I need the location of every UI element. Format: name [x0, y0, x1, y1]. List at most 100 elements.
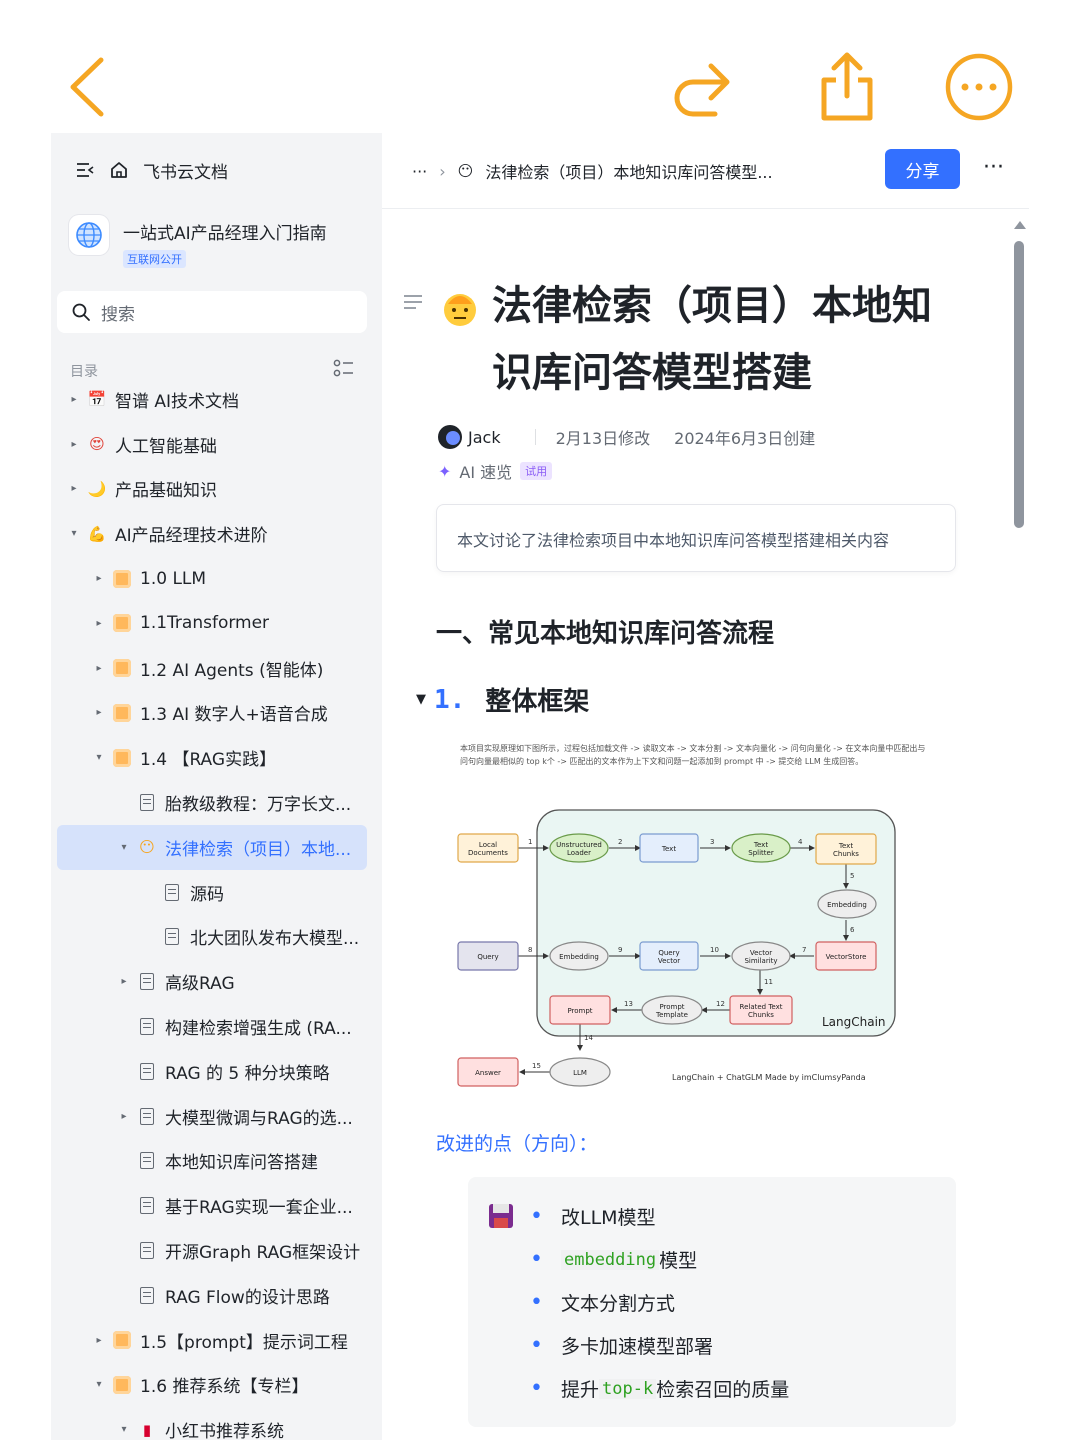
sidebar-item[interactable]: ▸🌙产品基础知识 — [57, 467, 367, 512]
sidebar-item[interactable]: ▸😍人工智能基础 — [57, 422, 367, 467]
inline-code: top-k — [599, 1378, 657, 1399]
folder-icon — [112, 1330, 132, 1350]
diagram-node-llm: LLM — [549, 1057, 611, 1087]
sidebar-item[interactable]: ▾1.6 推荐系统【专栏】 — [57, 1363, 367, 1408]
expand-arrow-icon[interactable]: ▾ — [121, 1424, 127, 1436]
sidebar-item[interactable]: ▸大模型微调与RAG的选... — [57, 1094, 367, 1139]
public-badge: 互联网公开 — [123, 250, 186, 268]
bullet-item: 提升 top-k 检索召回的质量 — [530, 1367, 789, 1410]
search-input[interactable]: 搜索 — [57, 291, 367, 333]
sidebar-item[interactable]: 源码 — [57, 870, 367, 915]
collapse-sidebar-icon[interactable] — [75, 161, 95, 179]
rag-flow-diagram[interactable]: 本项目实现原理如下图所示，过程包括加载文件 -> 读取文本 -> 文本分割 ->… — [452, 738, 932, 1098]
collapse-arrow-icon[interactable]: ▸ — [121, 1110, 127, 1122]
expand-arrow-icon[interactable]: ▾ — [71, 528, 77, 540]
doc-icon — [137, 1106, 157, 1126]
diagram-node-embedding-mid: Embedding — [549, 941, 609, 971]
outline-menu-icon[interactable] — [402, 293, 424, 311]
diagram-node-label: Embedding — [559, 953, 599, 961]
sidebar-item-label: 小红书推荐系统 — [165, 1422, 284, 1440]
sidebar-item[interactable]: 基于RAG实现一套企业... — [57, 1183, 367, 1228]
sidebar-item[interactable]: RAG 的 5 种分块策略 — [57, 1049, 367, 1094]
heading-2: ▼ 1. 整体框架 — [416, 681, 589, 718]
sidebar-item-label: 基于RAG实现一套企业... — [165, 1198, 353, 1219]
expand-arrow-icon[interactable]: ▾ — [121, 841, 127, 853]
sidebar-item[interactable]: ▸ 1.3 AI 数字人+语音合成 — [57, 691, 367, 736]
diagram-node-answer: Answer — [457, 1057, 519, 1087]
globe-icon — [69, 215, 109, 255]
collapse-arrow-icon[interactable]: ▸ — [96, 617, 102, 629]
sidebar-item-label: 产品基础知识 — [115, 481, 217, 502]
sidebar-item[interactable]: ▸📅智谱 AI技术文档 — [57, 377, 367, 422]
toc-settings-icon[interactable] — [333, 358, 355, 378]
breadcrumb-title[interactable]: 法律检索（项目）本地知识库问答模型... — [485, 163, 773, 182]
collapse-arrow-icon[interactable]: ▸ — [121, 976, 127, 988]
sidebar-item-label: 1.4 【RAG实践】 — [140, 750, 277, 771]
sidebar-item-label: 法律检索（项目）本地... — [165, 839, 352, 860]
sidebar-item[interactable]: ▸ 高级RAG — [57, 959, 367, 1004]
diagram-node-label: Query — [477, 953, 498, 961]
scroll-up-arrow[interactable] — [1014, 221, 1026, 229]
sidebar-item-label: 1.3 AI 数字人+语音合成 — [140, 705, 328, 726]
sidebar-item[interactable]: 胎教级教程：万字长文... — [57, 780, 367, 825]
share-export-icon[interactable] — [812, 52, 882, 122]
diagram-node-label: Chunks — [748, 1011, 774, 1019]
trial-badge: 试用 — [520, 462, 553, 480]
share-button[interactable]: 分享 — [885, 149, 960, 189]
sidebar-item[interactable]: RAG Flow的设计思路 — [57, 1273, 367, 1318]
doc-icon — [137, 1285, 157, 1305]
home-icon[interactable] — [109, 160, 129, 180]
collapse-arrow-icon[interactable]: ▸ — [96, 662, 102, 674]
sidebar-item-label: 高级RAG — [165, 974, 235, 995]
diagram-step-number: 2 — [618, 838, 622, 846]
ai-summary-box[interactable]: 本文讨论了法律检索项目中本地知识库问答模型搭建相关内容 — [436, 504, 956, 572]
collapse-arrow-icon[interactable]: ▸ — [96, 707, 102, 719]
sidebar-item[interactable]: ▾ 1.4 【RAG实践】 — [57, 735, 367, 780]
redo-icon[interactable] — [665, 52, 735, 122]
sidebar-item[interactable]: ▸ 1.0 LLM — [57, 556, 367, 601]
bullet-item: 多卡加速模型部署 — [530, 1324, 789, 1367]
sidebar-item[interactable]: ▾😶法律检索（项目）本地... — [57, 824, 367, 870]
diagram-node-label: Related Text — [740, 1003, 783, 1011]
breadcrumb-more[interactable]: ··· — [412, 161, 428, 181]
more-options[interactable]: ··· — [983, 155, 1004, 180]
expand-arrow-icon[interactable]: ▾ — [96, 1379, 102, 1391]
sidebar-item[interactable]: ▸1.1Transformer — [57, 601, 367, 646]
sidebar-item[interactable]: 本地知识库问答搭建 — [57, 1139, 367, 1184]
scrollbar[interactable] — [1014, 241, 1024, 528]
sidebar-item[interactable]: 构建检索增强生成 (RA... — [57, 1004, 367, 1049]
author-name[interactable]: Jack — [468, 427, 501, 447]
collapse-arrow-icon[interactable]: ▸ — [96, 1334, 102, 1346]
collapse-arrow-icon[interactable]: ▸ — [71, 393, 77, 405]
sidebar-item[interactable]: ▾💪AI产品经理技术进阶 — [57, 511, 367, 556]
app-title[interactable]: 飞书云文档 — [143, 162, 228, 183]
workspace-card[interactable]: 一站式AI产品经理入门指南 互联网公开 — [69, 215, 327, 268]
langchain-frame — [536, 809, 896, 1037]
diagram-step-number: 8 — [528, 946, 532, 954]
ai-summary-row[interactable]: ✦ AI 速览 试用 — [438, 459, 553, 483]
sidebar-item[interactable]: 北大团队发布大模型... — [57, 915, 367, 960]
collapse-triangle-icon[interactable]: ▼ — [416, 692, 426, 707]
save-disk-icon — [489, 1204, 513, 1228]
collapse-arrow-icon[interactable]: ▸ — [96, 573, 102, 585]
sidebar-item[interactable]: 开源Graph RAG框架设计 — [57, 1228, 367, 1273]
expand-arrow-icon[interactable]: ▾ — [96, 752, 102, 764]
heart-eyes-icon: 😍 — [89, 435, 105, 454]
heading-1: 一、常见本地知识库问答流程 — [436, 619, 775, 649]
sidebar-item-label: 1.0 LLM — [140, 568, 207, 589]
collapse-arrow-icon[interactable]: ▸ — [71, 483, 77, 495]
sidebar-item[interactable]: ▾▮小红书推荐系统 — [57, 1407, 367, 1440]
back-icon[interactable] — [55, 52, 125, 122]
sidebar-item[interactable]: ▸1.5【prompt】提示词工程 — [57, 1318, 367, 1363]
collapse-arrow-icon[interactable]: ▸ — [71, 438, 77, 450]
search-placeholder: 搜索 — [101, 304, 135, 325]
doc-icon — [162, 927, 182, 947]
diagram-step-number: 13 — [624, 1000, 633, 1008]
diagram-node-embedding-top: Embedding — [817, 889, 877, 919]
sidebar-item[interactable]: ▸1.2 AI Agents (智能体) — [57, 646, 367, 691]
diagram-node-label: Query — [658, 949, 679, 957]
more-icon[interactable] — [944, 52, 1014, 122]
ai-summary-label: AI 速览 — [459, 463, 513, 482]
avatar[interactable] — [438, 425, 462, 449]
